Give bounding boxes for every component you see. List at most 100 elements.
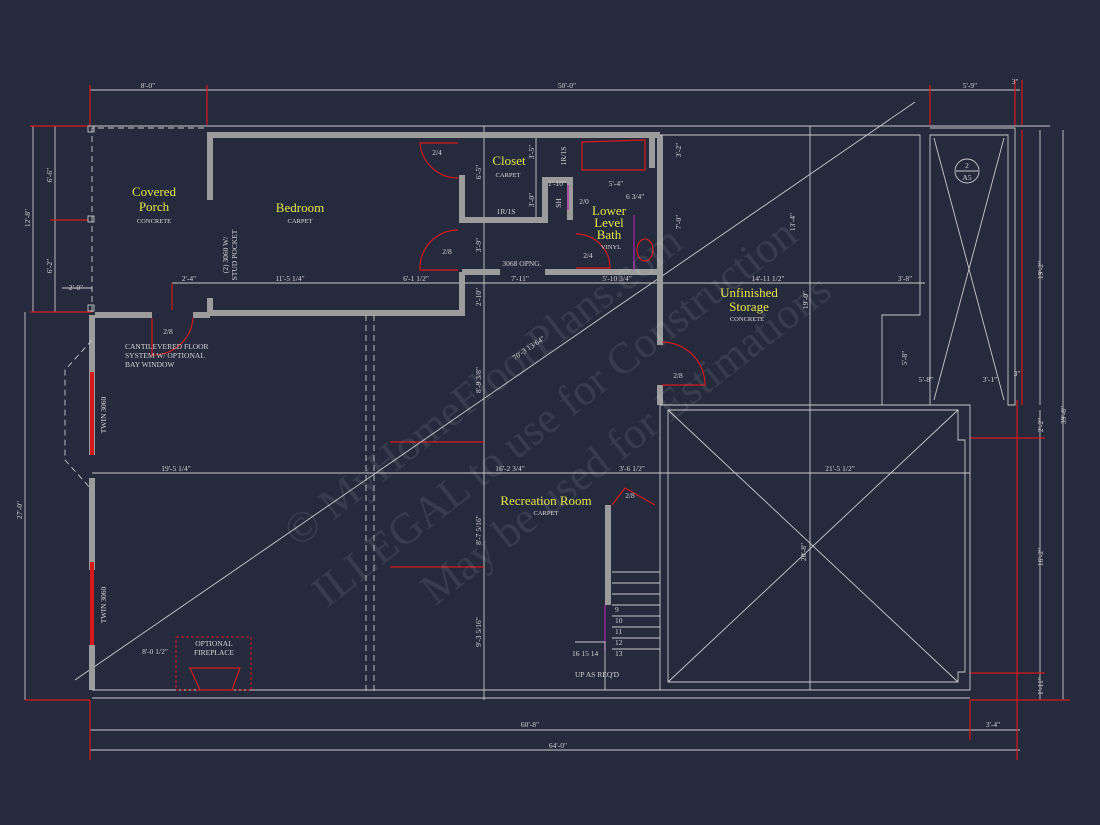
- svg-text:6'-6": 6'-6": [45, 168, 54, 182]
- svg-text:May be used for Estimations: May be used for Estimations: [411, 264, 840, 614]
- svg-text:TWIN 3060: TWIN 3060: [99, 587, 108, 624]
- svg-text:8'-0 1/2": 8'-0 1/2": [142, 647, 168, 656]
- svg-text:20'-8": 20'-8": [799, 543, 808, 561]
- svg-text:Bath: Bath: [597, 227, 622, 242]
- svg-text:3'-4": 3'-4": [986, 720, 1000, 729]
- svg-text:2'-4": 2'-4": [182, 274, 196, 283]
- svg-text:FIREPLACE: FIREPLACE: [194, 648, 234, 657]
- outline: [92, 127, 1023, 699]
- svg-text:CARPET: CARPET: [288, 218, 313, 225]
- room-labels: Covered Porch CONCRETE Bedroom CARPET Cl…: [132, 153, 778, 517]
- svg-text:BAY WINDOW: BAY WINDOW: [125, 360, 175, 369]
- svg-text:16'-2": 16'-2": [1036, 548, 1045, 566]
- svg-text:5'-9": 5'-9": [963, 81, 977, 90]
- svg-text:1'-11": 1'-11": [1036, 677, 1045, 695]
- svg-text:UP AS REQ'D: UP AS REQ'D: [575, 670, 620, 679]
- stairs: [575, 571, 660, 690]
- svg-text:60'-8": 60'-8": [521, 720, 539, 729]
- svg-text:(2) 3060 W/: (2) 3060 W/: [221, 236, 230, 273]
- svg-text:5'-8": 5'-8": [900, 351, 909, 365]
- svg-text:2'-2": 2'-2": [1036, 418, 1045, 432]
- svg-text:CANTILEVERED FLOOR: CANTILEVERED FLOOR: [125, 342, 209, 351]
- svg-text:2'-10": 2'-10": [474, 288, 483, 306]
- svg-text:© MyHomeFloorPlans.com: © MyHomeFloorPlans.com: [274, 216, 691, 557]
- covered-porch: [87, 125, 207, 312]
- svg-text:12'-8": 12'-8": [23, 209, 32, 227]
- door-label: 2/8: [673, 371, 683, 380]
- room-lower-level-bath: Lower: [592, 203, 627, 218]
- door-label: 2/0: [579, 197, 589, 206]
- door-label: 2/8: [442, 247, 452, 256]
- svg-text:3'-9": 3'-9": [474, 238, 483, 252]
- svg-text:SH: SH: [554, 198, 563, 208]
- svg-text:10: 10: [615, 616, 623, 625]
- svg-text:7'-0": 7'-0": [674, 215, 683, 229]
- svg-text:11: 11: [615, 627, 622, 636]
- svg-text:SYSTEM W/ OPTIONAL: SYSTEM W/ OPTIONAL: [125, 351, 205, 360]
- svg-text:7'-11": 7'-11": [511, 274, 529, 283]
- svg-text:64'-0": 64'-0": [549, 741, 567, 750]
- svg-text:19'-5 1/4": 19'-5 1/4": [161, 464, 191, 473]
- svg-text:CONCRETE: CONCRETE: [137, 218, 171, 225]
- svg-text:5'-10 3/4": 5'-10 3/4": [602, 274, 632, 283]
- svg-text:6'-1 1/2": 6'-1 1/2": [403, 274, 429, 283]
- room-closet: Closet: [492, 153, 526, 168]
- room-unfinished-storage: Unfinished: [720, 285, 778, 300]
- svg-text:16'-2 3/4": 16'-2 3/4": [495, 464, 525, 473]
- svg-text:3'-2": 3'-2": [674, 143, 683, 157]
- room-recreation-room: Recreation Room: [500, 493, 591, 508]
- door-label: 2/8: [625, 491, 635, 500]
- svg-text:Level: Level: [594, 215, 624, 230]
- svg-text:16 15 14: 16 15 14: [572, 649, 599, 658]
- svg-text:19'-2": 19'-2": [1036, 261, 1045, 279]
- svg-text:5'-4": 5'-4": [609, 179, 623, 188]
- svg-text:6 3/4": 6 3/4": [626, 192, 644, 201]
- svg-text:5'-8": 5'-8": [919, 375, 933, 384]
- svg-text:3'-6 1/2": 3'-6 1/2": [619, 464, 645, 473]
- svg-text:14'-11 1/2": 14'-11 1/2": [751, 274, 784, 283]
- doors: [151, 139, 706, 691]
- svg-text:13: 13: [615, 649, 623, 658]
- door-label: 2/8: [163, 327, 173, 336]
- svg-text:11'-5 1/4": 11'-5 1/4": [275, 274, 304, 283]
- dimension-lines: [24, 80, 1070, 760]
- svg-text:19'-0": 19'-0": [801, 291, 810, 309]
- svg-text:VINYL: VINYL: [601, 244, 621, 251]
- svg-text:Porch: Porch: [139, 199, 170, 214]
- svg-text:3": 3": [1012, 77, 1019, 86]
- svg-text:CARPET: CARPET: [496, 172, 521, 179]
- svg-text:8'-7 5/16": 8'-7 5/16": [474, 515, 483, 545]
- watermark: © MyHomeFloorPlans.com ILLEGAL to use fo…: [274, 209, 840, 617]
- svg-text:3'-0": 3'-0": [527, 193, 536, 207]
- svg-text:STUD POCKET: STUD POCKET: [230, 229, 239, 280]
- svg-text:3'-1": 3'-1": [983, 375, 997, 384]
- svg-text:2'-0": 2'-0": [69, 283, 83, 292]
- svg-text:CARPET: CARPET: [534, 510, 559, 517]
- svg-text:3'-5": 3'-5": [527, 145, 536, 159]
- svg-text:6'-5": 6'-5": [474, 165, 483, 179]
- svg-text:TWIN 3060: TWIN 3060: [99, 397, 108, 434]
- svg-text:Storage: Storage: [729, 299, 769, 314]
- svg-text:8'-0": 8'-0": [141, 81, 155, 90]
- svg-text:1R/1S: 1R/1S: [497, 207, 516, 216]
- svg-text:21'-5 1/2": 21'-5 1/2": [825, 464, 855, 473]
- door-label: 2/4: [583, 251, 593, 260]
- door-label: 2/4: [432, 148, 442, 157]
- section-marker: 2 A5: [954, 158, 980, 184]
- svg-text:1R/1S: 1R/1S: [559, 147, 568, 166]
- room-bedroom: Bedroom: [276, 200, 324, 215]
- svg-text:12: 12: [615, 638, 623, 647]
- svg-text:1'-10": 1'-10": [548, 179, 566, 188]
- svg-text:6'-2": 6'-2": [45, 259, 54, 273]
- svg-text:A5: A5: [962, 173, 971, 182]
- window-openings: [64, 339, 94, 645]
- svg-text:9'-3 5/16": 9'-3 5/16": [474, 617, 483, 647]
- room-covered-porch: Covered: [132, 184, 177, 199]
- svg-text:13'-4": 13'-4": [788, 213, 797, 231]
- svg-text:2: 2: [965, 161, 969, 170]
- svg-text:27'-0": 27'-0": [15, 501, 24, 519]
- svg-text:9: 9: [615, 605, 619, 614]
- svg-text:39'-8": 39'-8": [1059, 406, 1068, 424]
- svg-text:3068 OPNG.: 3068 OPNG.: [502, 259, 541, 268]
